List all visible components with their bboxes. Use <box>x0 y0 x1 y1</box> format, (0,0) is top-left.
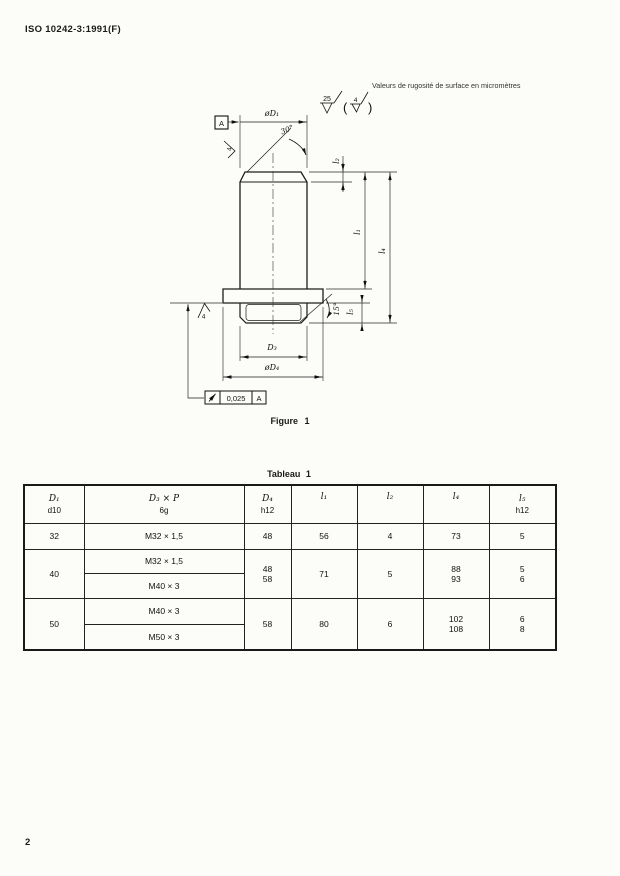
table-row: 32 M32 × 1,5 48 56 4 73 5 <box>23 522 557 550</box>
table-1-container: D₁ d10 D₃ × P 6g D₄ h12 l₁ l <box>23 484 557 651</box>
col-header-l1: l₁ <box>290 484 358 524</box>
cell-l4: 88 93 <box>422 548 490 599</box>
tolerance-frame: 0,025 A <box>204 390 267 405</box>
roughness-paren-value: 4 <box>354 97 358 104</box>
col-header-d3xp: D₃ × P 6g <box>83 484 245 524</box>
cell-d4: 48 <box>243 522 292 550</box>
label-angle-30: 30° <box>279 123 295 136</box>
dimension-lines <box>187 121 391 399</box>
roughness-mark-bottom <box>197 302 211 319</box>
cell-l2: 5 <box>356 548 424 599</box>
col-header-l5: l₅ h12 <box>488 484 557 524</box>
col-header-l4: l₄ <box>422 484 490 524</box>
datum-flag: A <box>214 115 229 130</box>
cell-d4: 58 <box>243 597 292 651</box>
label-d3: D₃ <box>266 343 277 352</box>
cell-d1: 32 <box>23 522 85 550</box>
roughness-bottom-value: 4 <box>202 314 206 321</box>
cell-d1: 40 <box>23 548 85 599</box>
cell-l1: 56 <box>290 522 358 550</box>
cell-d4: 48 58 <box>243 548 292 599</box>
roughness-units-note: Valeurs de rugosité de surface en microm… <box>372 81 521 90</box>
thread-root-line <box>245 304 302 321</box>
table-row: 50 M40 × 3 58 80 6 102 108 6 8 <box>23 597 557 651</box>
cell-thread: M32 × 1,5 <box>83 522 245 550</box>
table-title: Tableau 1 <box>267 469 311 479</box>
figure-caption: Figure 1 <box>270 416 310 426</box>
col-header-l2: l₂ <box>356 484 424 524</box>
table-row: M40 × 3 <box>24 572 556 599</box>
table-row: 40 M32 × 1,5 48 58 71 5 88 93 <box>23 548 557 599</box>
roughness-mark-side <box>223 140 236 159</box>
col-header-d4: D₄ h12 <box>243 484 292 524</box>
document-reference: ISO 10242-3:1991(F) <box>25 24 121 35</box>
cell-l1: 71 <box>290 548 358 599</box>
cell-l2: 6 <box>356 597 424 651</box>
tolerance-value: 0,025 <box>227 394 246 403</box>
cell-thread: M50 × 3 <box>83 623 245 651</box>
label-l2: l₂ <box>332 158 341 164</box>
open-paren: ( <box>343 100 348 115</box>
cell-thread: M40 × 3 <box>83 597 245 625</box>
runout-symbol-icon <box>208 393 216 402</box>
label-diameter-d4: øD₄ <box>264 363 279 372</box>
label-angle-15: 15° <box>332 302 341 316</box>
extension-lines <box>170 115 397 381</box>
label-l5: l₅ <box>346 308 355 315</box>
cell-l1: 80 <box>290 597 358 651</box>
label-l1: l₁ <box>353 229 362 235</box>
cell-thread: M40 × 3 <box>83 572 245 599</box>
tolerance-datum: A <box>256 394 261 403</box>
label-l4: l₄ <box>378 248 387 254</box>
roughness-main-value: 25 <box>323 96 331 103</box>
table-row: M50 × 3 <box>24 623 556 651</box>
cell-l2: 4 <box>356 522 424 550</box>
cell-l4: 73 <box>422 522 490 550</box>
figure-1-drawing: A 4 4 25 ( 4 ) <box>170 90 397 405</box>
dimension-arrows <box>186 120 392 379</box>
label-diameter-d1: øD₁ <box>264 109 279 118</box>
datum-letter: A <box>219 119 224 128</box>
cell-l5: 6 8 <box>488 597 557 651</box>
roughness-side-value: 4 <box>227 147 234 151</box>
close-paren: ) <box>368 100 372 115</box>
cell-l4: 102 108 <box>422 597 490 651</box>
cell-l5: 5 6 <box>488 548 557 599</box>
col-header-d1: D₁ d10 <box>23 484 85 524</box>
cell-l5: 5 <box>488 522 557 550</box>
dimension-table: D₁ d10 D₃ × P 6g D₄ h12 l₁ l <box>23 484 557 651</box>
cell-thread: M32 × 1,5 <box>83 548 245 574</box>
cell-d1: 50 <box>23 597 85 651</box>
table-header-row: D₁ d10 D₃ × P 6g D₄ h12 l₁ l <box>23 484 557 524</box>
roughness-spec: 25 ( 4 ) <box>320 90 372 115</box>
page-number: 2 <box>25 837 31 848</box>
